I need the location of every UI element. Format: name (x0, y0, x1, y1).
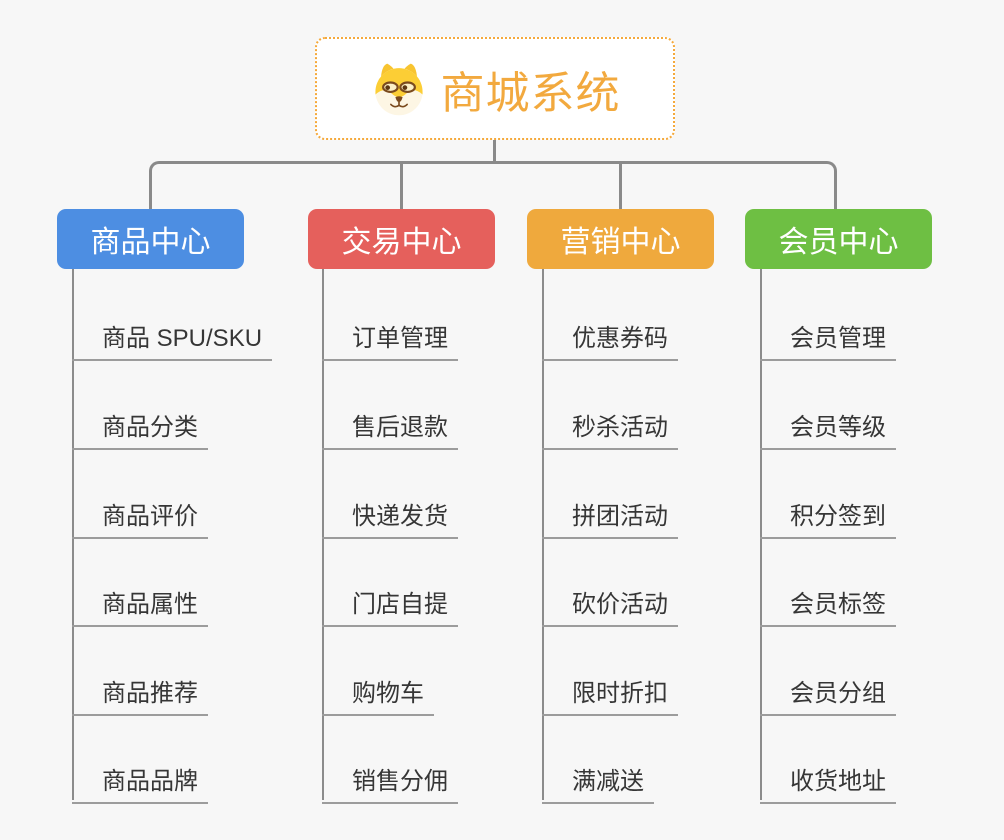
connector-drop-trade (400, 163, 403, 209)
dog-face-icon (374, 63, 423, 115)
branch-label: 会员中心 (778, 226, 899, 259)
leaf-node[interactable]: 快递发货 (322, 487, 458, 539)
leaf-node[interactable]: 会员管理 (760, 309, 896, 361)
leaf-node[interactable]: 会员标签 (760, 575, 896, 627)
leaf-node[interactable]: 秒杀活动 (542, 398, 678, 450)
branch-node-member-center[interactable]: 会员中心 (745, 209, 932, 269)
leaf-node[interactable]: 订单管理 (322, 309, 458, 361)
leaf-node[interactable]: 满减送 (542, 752, 654, 804)
root-title: 商城系统 (440, 68, 621, 118)
branch-node-product-center[interactable]: 商品中心 (57, 209, 244, 269)
connector-root-stub (493, 140, 496, 163)
leaf-node[interactable]: 积分签到 (760, 487, 896, 539)
leaf-node[interactable]: 购物车 (322, 664, 434, 716)
leaf-node[interactable]: 商品推荐 (72, 664, 208, 716)
leaf-node[interactable]: 售后退款 (322, 398, 458, 450)
spine-product-center (72, 269, 74, 800)
leaf-node[interactable]: 门店自提 (322, 575, 458, 627)
leaf-node[interactable]: 商品评价 (72, 487, 208, 539)
leaf-node[interactable]: 会员分组 (760, 664, 896, 716)
leaf-node[interactable]: 商品 SPU/SKU (72, 309, 273, 361)
branch-label: 营销中心 (560, 226, 681, 259)
spine-trade-center (322, 269, 324, 800)
branch-node-marketing-center[interactable]: 营销中心 (527, 209, 714, 269)
leaf-node[interactable]: 优惠券码 (542, 309, 678, 361)
leaf-node[interactable]: 砍价活动 (542, 575, 678, 627)
connector-drop-marketing (619, 163, 622, 209)
leaf-node[interactable]: 收货地址 (760, 752, 896, 804)
connector-bus (149, 161, 837, 209)
leaf-node[interactable]: 商品属性 (72, 575, 208, 627)
root-node[interactable]: 商城系统 (315, 37, 675, 140)
leaf-node[interactable]: 销售分佣 (322, 752, 458, 804)
spine-member-center (760, 269, 762, 800)
branch-node-trade-center[interactable]: 交易中心 (308, 209, 495, 269)
leaf-node[interactable]: 限时折扣 (542, 664, 678, 716)
leaf-node[interactable]: 商品品牌 (72, 752, 208, 804)
leaf-node[interactable]: 商品分类 (72, 398, 208, 450)
leaf-node[interactable]: 拼团活动 (542, 487, 678, 539)
branch-label: 交易中心 (341, 226, 462, 259)
branch-label: 商品中心 (90, 226, 211, 259)
leaf-node[interactable]: 会员等级 (760, 398, 896, 450)
spine-marketing-center (542, 269, 544, 800)
